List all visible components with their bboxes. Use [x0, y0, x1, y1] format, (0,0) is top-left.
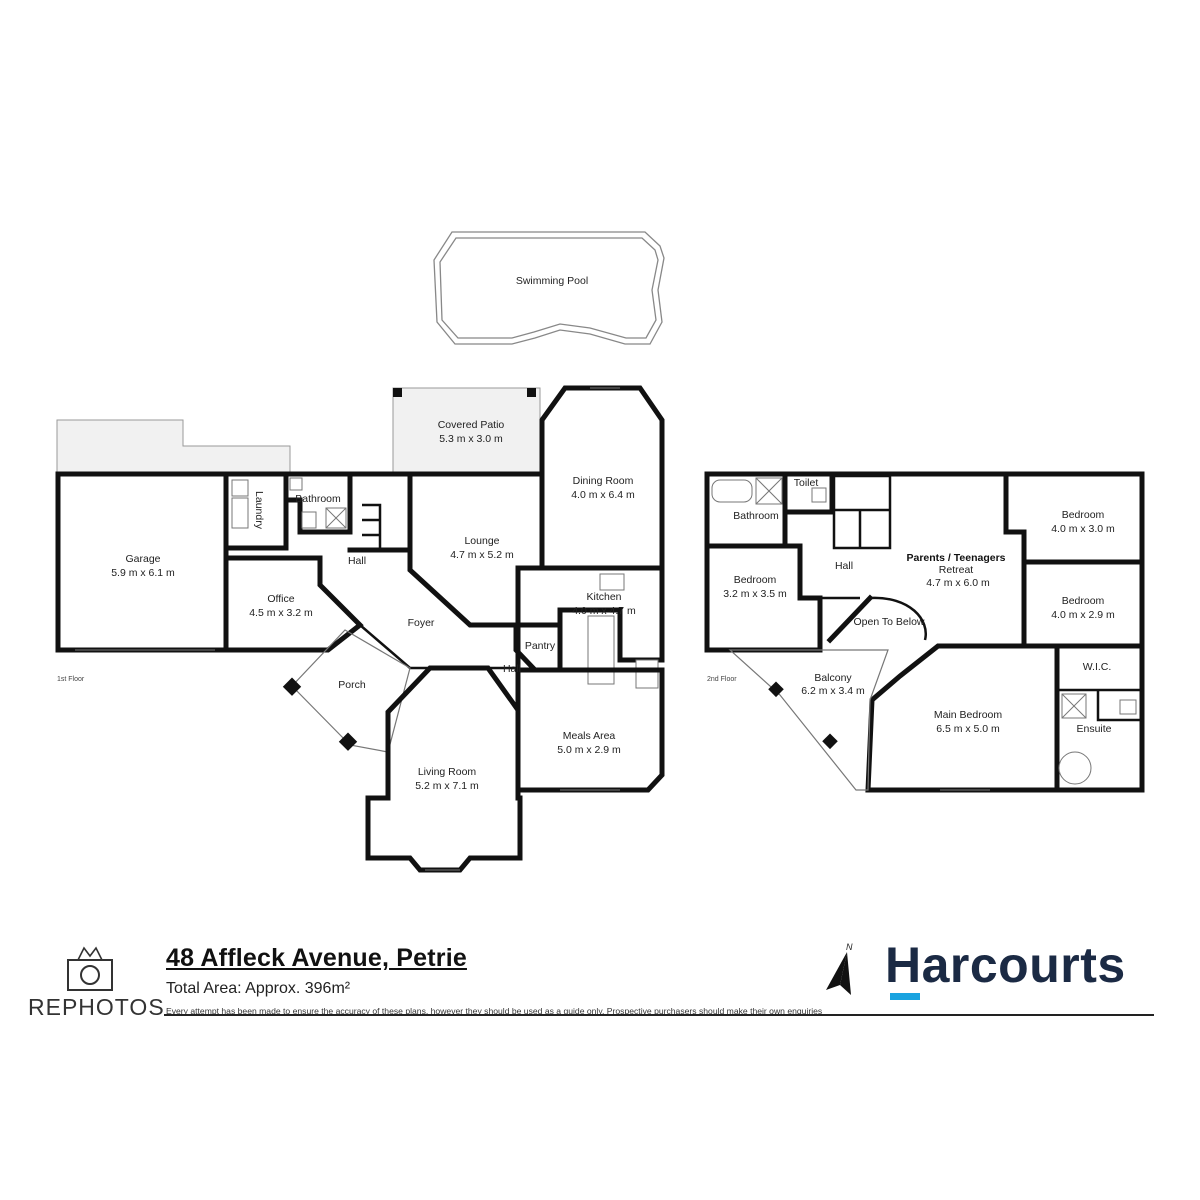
room-office: Office	[267, 593, 294, 605]
room-pantry: Pantry	[525, 640, 556, 652]
room-dining: Dining Room	[573, 475, 634, 487]
covered-patio-area	[392, 387, 541, 473]
room-kitchen: Kitchen	[586, 591, 621, 603]
second-floor-labels: Toilet Bathroom Bedroom 4.0 m x 3.0 m Pa…	[723, 477, 1115, 735]
room-balcony: Balcony	[814, 672, 852, 684]
first-floor-label: 1st Floor	[57, 676, 85, 683]
first-floor-labels: Swimming Pool Covered Patio 5.3 m x 3.0 …	[111, 275, 636, 792]
rephotos-logo: REPHOTOS	[28, 994, 165, 1020]
room-garage-dims: 5.9 m x 6.1 m	[111, 567, 175, 579]
north-arrow-icon	[826, 952, 851, 995]
room-covered-patio-dims: 5.3 m x 3.0 m	[439, 433, 503, 445]
balcony-outline	[728, 649, 889, 791]
room-foyer: Foyer	[408, 617, 435, 629]
room-meals-dims: 5.0 m x 2.9 m	[557, 744, 621, 756]
first-floor: 1st Floor	[55, 385, 665, 873]
room-main-bedroom-dims: 6.5 m x 5.0 m	[936, 723, 1000, 735]
harcourts-accent-bar	[890, 993, 920, 1000]
room-open-to-below: Open To Below	[853, 616, 924, 628]
north-label: N	[846, 942, 853, 952]
room-bedroom-b: Bedroom	[734, 574, 777, 586]
footer-divider	[164, 1014, 1154, 1016]
room-bedroom-a-dims: 4.0 m x 3.0 m	[1051, 523, 1115, 535]
porch-outline	[291, 629, 411, 753]
room-hall-3: Hall	[835, 560, 853, 572]
room-living: Living Room	[418, 766, 477, 778]
room-main-bedroom: Main Bedroom	[934, 709, 1003, 721]
room-swimming-pool: Swimming Pool	[516, 275, 588, 287]
room-meals: Meals Area	[563, 730, 616, 742]
disclaimer: Every attempt has been made to ensure th…	[166, 1006, 823, 1016]
room-retreat: Retreat	[939, 564, 974, 576]
room-living-dims: 5.2 m x 7.1 m	[415, 780, 479, 792]
room-toilet: Toilet	[794, 477, 819, 489]
room-dining-dims: 4.0 m x 6.4 m	[571, 489, 635, 501]
room-garage: Garage	[125, 553, 160, 565]
room-parents-teenagers: Parents / Teenagers	[906, 552, 1005, 564]
camera-icon	[67, 946, 113, 991]
room-bathroom-2: Bathroom	[733, 510, 779, 522]
room-porch: Porch	[338, 679, 366, 691]
harcourts-logo: Harcourts	[885, 937, 1126, 993]
room-retreat-dims: 4.7 m x 6.0 m	[926, 577, 990, 589]
room-ensuite: Ensuite	[1076, 723, 1111, 735]
room-balcony-dims: 6.2 m x 3.4 m	[801, 685, 865, 697]
room-bathroom-1: Bathroom	[295, 493, 341, 505]
room-hall-2: Hall	[503, 663, 521, 675]
garage-roof-area	[56, 419, 291, 475]
room-hall-1: Hall	[348, 555, 366, 567]
second-floor-label: 2nd Floor	[707, 676, 737, 683]
room-bedroom-b-dims: 3.2 m x 3.5 m	[723, 588, 787, 600]
room-bedroom-c: Bedroom	[1062, 595, 1105, 607]
room-covered-patio: Covered Patio	[438, 419, 505, 431]
room-office-dims: 4.5 m x 3.2 m	[249, 607, 313, 619]
room-bedroom-a: Bedroom	[1062, 509, 1105, 521]
property-address: 48 Affleck Avenue, Petrie	[166, 944, 467, 972]
room-laundry: Laundry	[253, 491, 265, 530]
room-kitchen-dims: 4.0 m x 4.7 m	[572, 605, 636, 617]
second-floor: 2nd Floor	[704, 471, 1145, 793]
room-lounge-dims: 4.7 m x 5.2 m	[450, 549, 514, 561]
room-lounge: Lounge	[464, 535, 499, 547]
total-area: Total Area: Approx. 396m²	[166, 980, 351, 997]
swimming-pool	[433, 231, 665, 345]
room-bedroom-c-dims: 4.0 m x 2.9 m	[1051, 609, 1115, 621]
room-wic: W.I.C.	[1083, 661, 1112, 673]
